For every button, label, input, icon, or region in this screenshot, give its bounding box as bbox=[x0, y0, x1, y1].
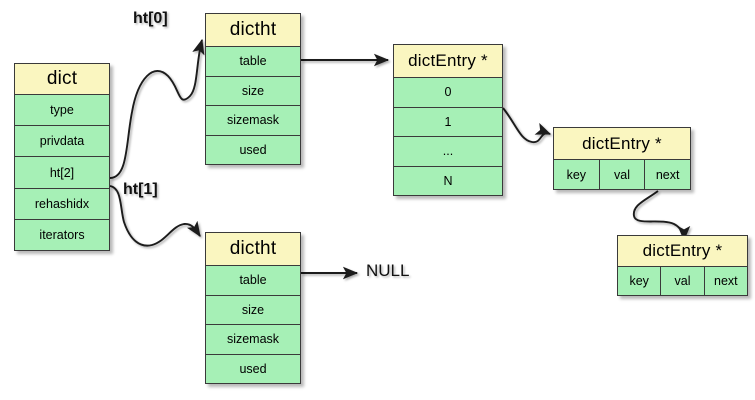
dict-field-iterators: iterators bbox=[15, 219, 109, 251]
bucket-slot-1: 1 bbox=[394, 107, 502, 137]
bucket-slot-n: N bbox=[394, 166, 502, 195]
dictht-1-header: dictht bbox=[206, 233, 300, 266]
dict-header: dict bbox=[15, 64, 109, 95]
edge-bucket1-to-entry2 bbox=[502, 107, 552, 144]
dict-field-type: type bbox=[15, 95, 109, 127]
edge-entry2next-to-entry3 bbox=[633, 190, 691, 242]
dict-struct-box: dict type privdata ht[2] rehashidx itera… bbox=[14, 63, 110, 251]
dictht-0-field-size: size bbox=[206, 76, 300, 106]
null-pointer-label: NULL bbox=[366, 261, 410, 280]
dictht-1-struct-box: dictht table size sizemask used bbox=[205, 232, 301, 384]
dictentry-3-field-val: val bbox=[661, 267, 705, 295]
edge-ht0 bbox=[109, 38, 205, 179]
dictht-0-struct-box: dictht table size sizemask used bbox=[205, 13, 301, 165]
dictentry-3-cells: key val next bbox=[618, 267, 747, 295]
dictentry-3-field-next: next bbox=[704, 267, 747, 295]
dictentry-2-field-key: key bbox=[554, 160, 600, 189]
dictentry-2-field-next: next bbox=[645, 160, 691, 189]
dictentry-3-field-key: key bbox=[618, 267, 662, 295]
dictht-1-field-sizemask: sizemask bbox=[206, 325, 300, 355]
dictentry-2-header: dictEntry * bbox=[554, 128, 690, 160]
dictentry-bucket-array-box: dictEntry * 0 1 ... N bbox=[393, 44, 503, 196]
dictentry-3-header: dictEntry * bbox=[618, 236, 747, 267]
bucket-slot-ellipsis: ... bbox=[394, 137, 502, 167]
dict-field-ht: ht[2] bbox=[15, 157, 109, 189]
bucket-array-header: dictEntry * bbox=[394, 45, 502, 78]
dictht-0-field-used: used bbox=[206, 135, 300, 164]
dictht-0-field-sizemask: sizemask bbox=[206, 106, 300, 136]
edge-label-ht0: ht[0] bbox=[133, 10, 168, 27]
dictht-1-field-table: table bbox=[206, 266, 300, 296]
dictentry-2-cells: key val next bbox=[554, 160, 691, 189]
bucket-slot-0: 0 bbox=[394, 78, 502, 108]
dict-field-privdata: privdata bbox=[15, 126, 109, 158]
dictht-1-field-used: used bbox=[206, 354, 300, 383]
dictht-0-field-table: table bbox=[206, 47, 300, 77]
edge-ht1 bbox=[109, 185, 201, 247]
dictht-1-field-size: size bbox=[206, 295, 300, 325]
dictentry-3-box: dictEntry * key val next bbox=[617, 235, 748, 296]
dict-field-rehashidx: rehashidx bbox=[15, 188, 109, 220]
dictht-0-header: dictht bbox=[206, 14, 300, 47]
edge-label-ht1: ht[1] bbox=[123, 181, 158, 198]
dictentry-2-box: dictEntry * key val next bbox=[553, 127, 691, 190]
dictentry-2-field-val: val bbox=[599, 160, 646, 189]
